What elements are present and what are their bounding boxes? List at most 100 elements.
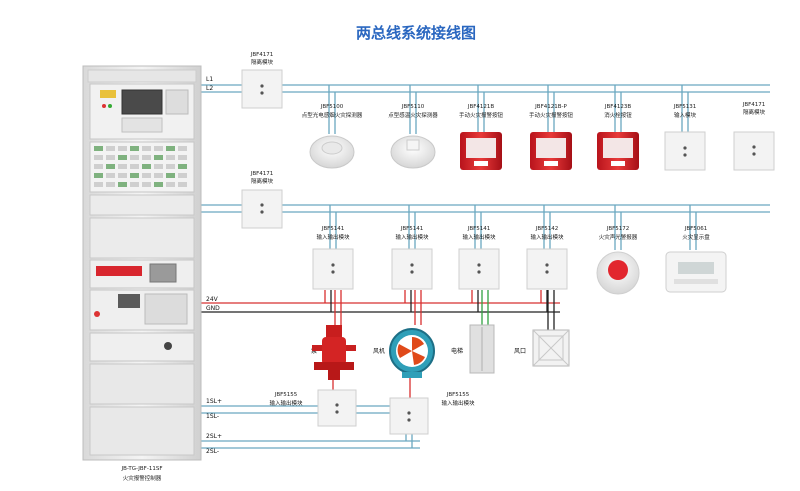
exhaust-fan: 风机 bbox=[373, 328, 435, 378]
control-switch bbox=[130, 146, 139, 151]
device-model: JBF5142 bbox=[535, 226, 559, 232]
led-icon bbox=[331, 270, 335, 274]
device-jbf4121b: JBF4121B 手动火灾报警按钮 bbox=[459, 104, 504, 170]
controller-model: JB-TG-JBF-11SF bbox=[121, 466, 163, 472]
printer-slot bbox=[121, 117, 163, 133]
control-switch bbox=[130, 182, 139, 187]
equipment-label: 风口 bbox=[514, 348, 526, 355]
button-window bbox=[536, 138, 566, 158]
pump-pipe bbox=[346, 345, 356, 351]
lcd-screen bbox=[121, 89, 163, 115]
isolator-module: JBF4171 隔离模块 bbox=[241, 171, 283, 229]
control-switch bbox=[142, 146, 151, 151]
control-switch bbox=[118, 182, 127, 187]
device-model: JBF4171 bbox=[250, 171, 274, 177]
control-switch bbox=[166, 146, 175, 151]
device-model: JBF5131 bbox=[673, 104, 697, 110]
power-lines bbox=[200, 290, 560, 313]
control-switch bbox=[154, 182, 163, 187]
device-model: JBF5155 bbox=[446, 392, 470, 398]
device-jbf5100: JBF5100 点型光电感烟火灾探测器 bbox=[302, 104, 363, 169]
control-switch bbox=[130, 155, 139, 160]
broadcast-buttons bbox=[144, 293, 188, 325]
equipment-label: 电梯 bbox=[451, 347, 463, 355]
control-switch bbox=[106, 173, 115, 178]
pump-icon bbox=[322, 337, 346, 365]
control-switch bbox=[118, 155, 127, 160]
control-switch bbox=[178, 155, 187, 160]
device-model: JBF4121B-P bbox=[534, 104, 567, 110]
io-module-icon bbox=[458, 248, 500, 290]
led-icon bbox=[683, 146, 687, 150]
telephone-panel bbox=[89, 332, 195, 362]
control-switch bbox=[94, 173, 103, 178]
diagram-title: 两总线系统接线图 bbox=[356, 24, 476, 42]
display-screen bbox=[678, 262, 714, 274]
device-name: 火灾显示盘 bbox=[682, 233, 710, 241]
pump-base bbox=[314, 362, 354, 370]
vent-line bbox=[532, 329, 570, 367]
device-name: 输入输出模块 bbox=[441, 399, 475, 407]
device-name: 点型感温火灾探测器 bbox=[388, 111, 438, 119]
equipment-label: 风机 bbox=[373, 347, 385, 355]
device-model: JBF4171 bbox=[742, 102, 766, 108]
led-icon bbox=[407, 411, 411, 415]
blank-panel bbox=[89, 194, 195, 216]
device-model: JBF4123B bbox=[604, 104, 632, 110]
button-window bbox=[466, 138, 496, 158]
device-model: JBF4121B bbox=[467, 104, 495, 110]
device-name: 输入输出模块 bbox=[462, 233, 496, 241]
blank-panel bbox=[89, 217, 195, 259]
led-icon bbox=[260, 210, 264, 214]
led-icon bbox=[260, 91, 264, 95]
control-switch bbox=[166, 155, 175, 160]
display-buttons bbox=[674, 279, 718, 284]
control-switch bbox=[118, 164, 127, 169]
heat-detector-icon bbox=[390, 135, 436, 169]
control-switch bbox=[154, 155, 163, 160]
io-module-icon bbox=[317, 389, 357, 427]
device-jbf5155: JBF5155 输入输出模块 bbox=[389, 392, 475, 435]
indicator-led bbox=[108, 104, 112, 108]
control-switch bbox=[106, 182, 115, 187]
blank-panel bbox=[89, 406, 195, 456]
control-switch bbox=[142, 155, 151, 160]
switch-grid bbox=[94, 146, 187, 187]
label-gnd: GND bbox=[206, 305, 220, 312]
device-model: JBF5141 bbox=[321, 226, 345, 232]
fan-blade bbox=[412, 337, 424, 351]
device-model: JBF5141 bbox=[400, 226, 424, 232]
device-jbf5061: JBF5061 火灾显示盘 bbox=[665, 226, 727, 293]
led-icon bbox=[407, 418, 411, 422]
label-l1: L1 bbox=[206, 76, 213, 83]
control-switch bbox=[118, 146, 127, 151]
control-switch bbox=[166, 182, 175, 187]
device-model: JBF5172 bbox=[606, 226, 630, 232]
device-name: 隔离模块 bbox=[743, 108, 766, 116]
isolator-module: JBF4171 隔离模块 bbox=[733, 102, 775, 171]
control-switch bbox=[94, 182, 103, 187]
device-jbf5141: JBF5141 输入输出模块 bbox=[391, 226, 433, 290]
device-name: 手动火灾报警按钮 bbox=[459, 111, 504, 119]
device-model: JBF5110 bbox=[401, 104, 425, 110]
led-icon bbox=[335, 410, 339, 414]
led-icon bbox=[260, 203, 264, 207]
device-name: 火灾声光警报器 bbox=[599, 233, 638, 241]
label-l2: L2 bbox=[206, 85, 213, 92]
device-name: 输入模块 bbox=[674, 111, 697, 119]
control-switch bbox=[130, 173, 139, 178]
isolator-module: JBF4171 隔离模块 bbox=[241, 52, 283, 109]
bus-lines bbox=[200, 84, 770, 449]
button-label bbox=[474, 161, 488, 166]
pump-motor bbox=[326, 325, 342, 337]
button-label bbox=[611, 161, 625, 166]
control-switch bbox=[178, 146, 187, 151]
control-switch bbox=[94, 155, 103, 160]
fan-blade bbox=[412, 351, 425, 365]
led-icon bbox=[331, 263, 335, 267]
device-name: 输入输出模块 bbox=[395, 233, 429, 241]
device-jbf4121b-p: JBF4121B-P 手动火灾报警按钮 bbox=[529, 104, 573, 170]
label-2sl-plus: 2SL+ bbox=[206, 433, 222, 440]
controller-name: 火灾报警控制器 bbox=[123, 474, 162, 482]
